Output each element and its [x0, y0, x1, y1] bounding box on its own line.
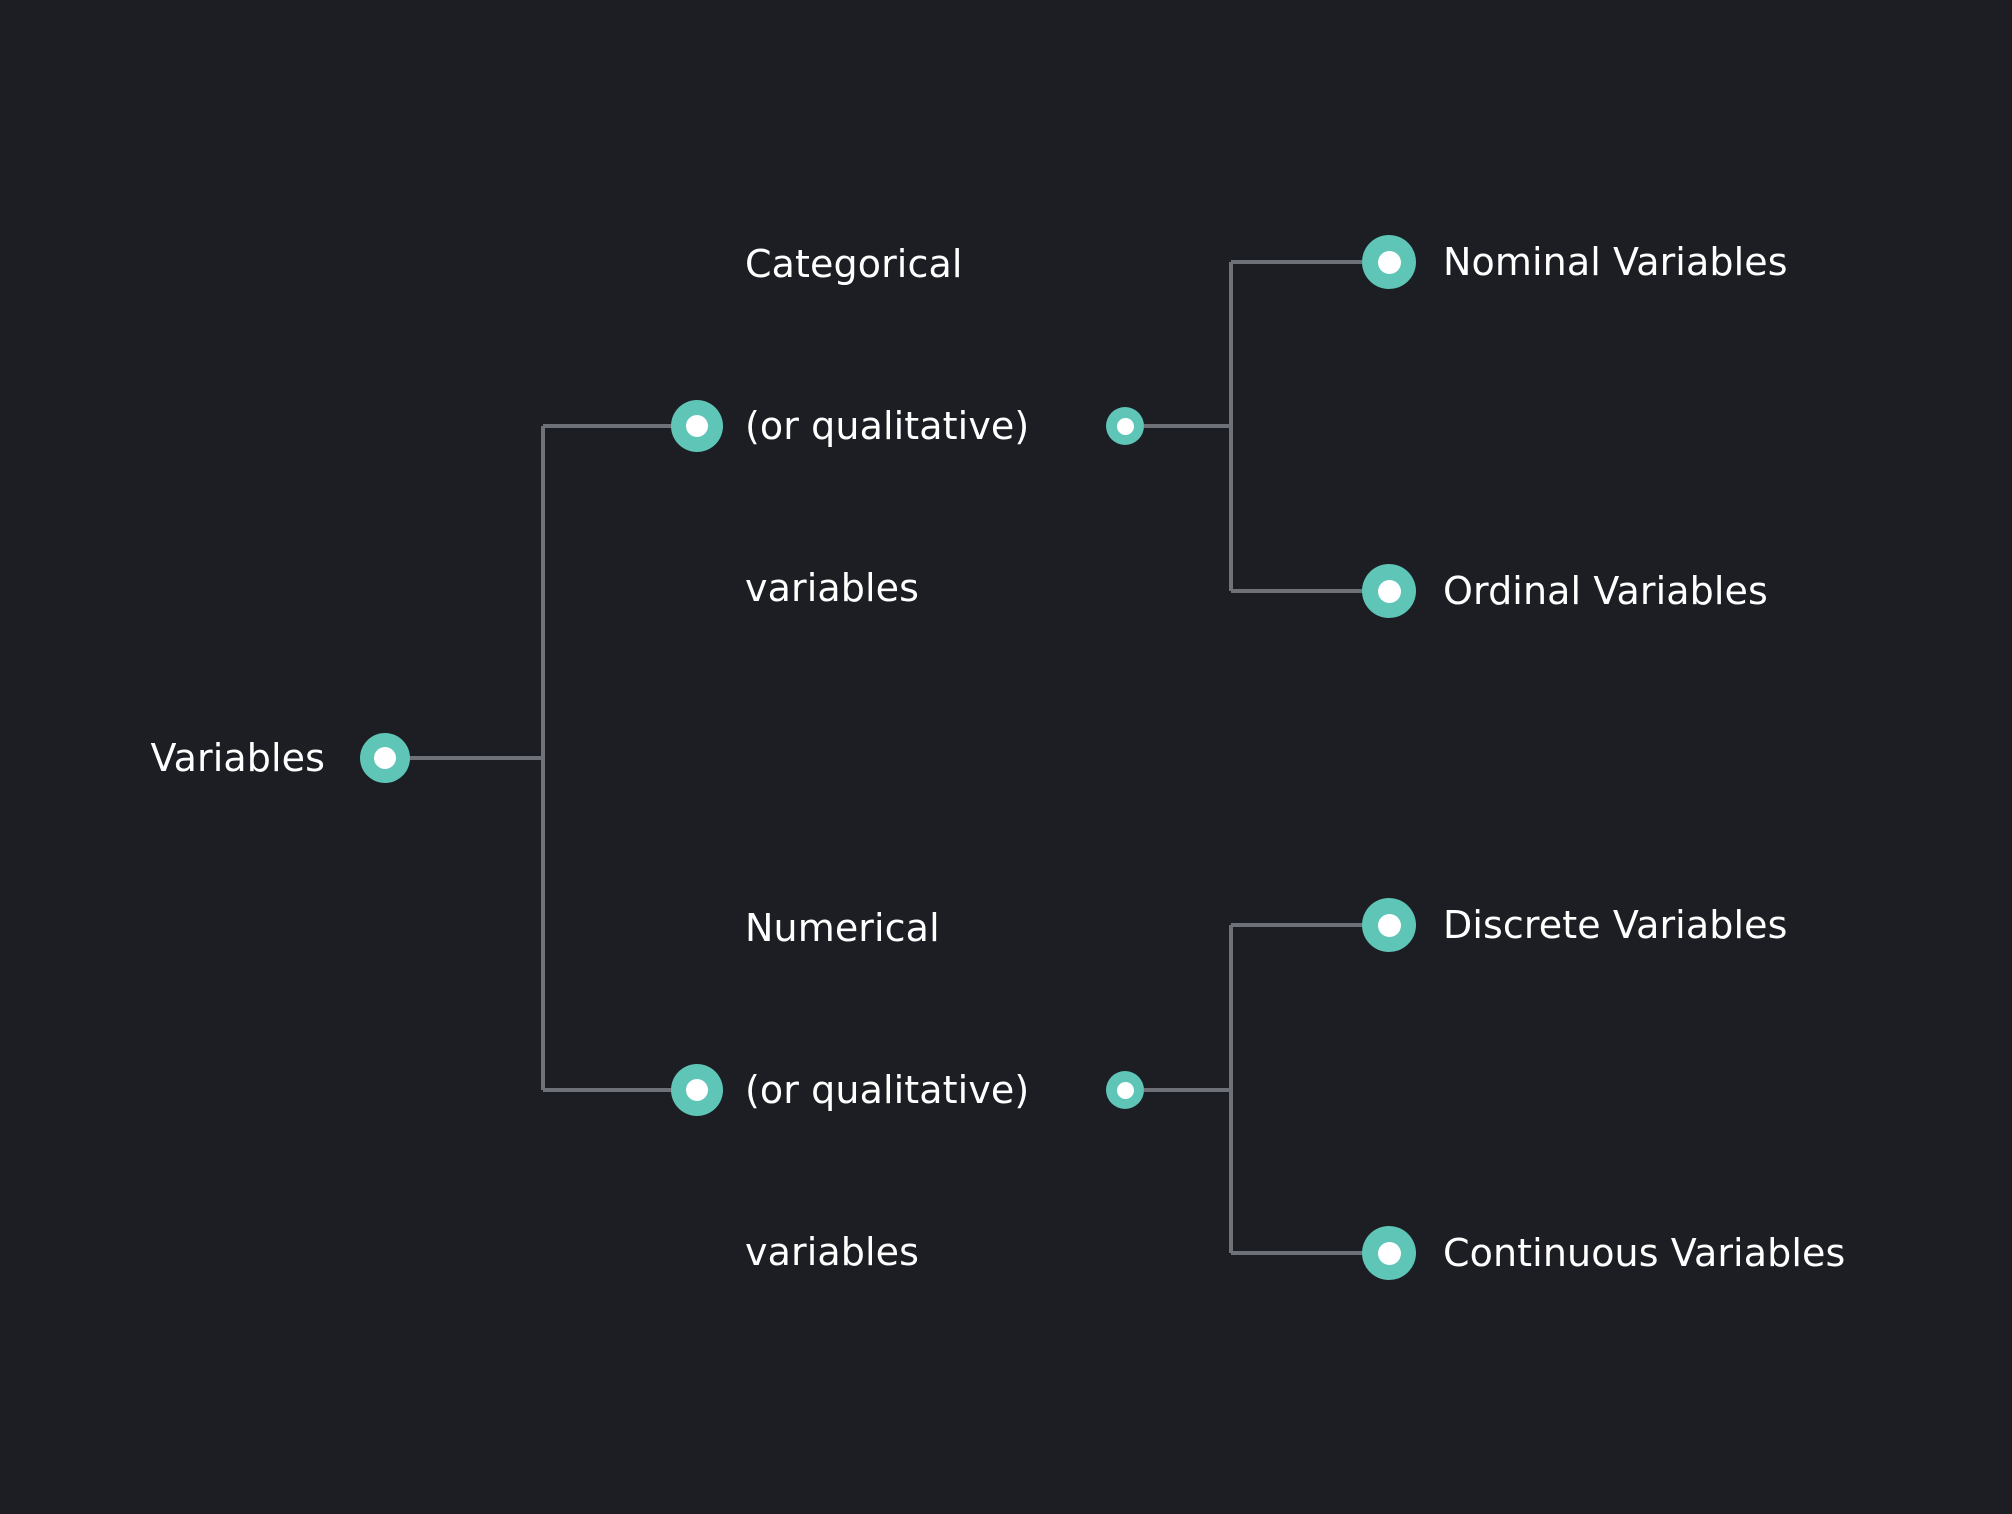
node-inner-dot: [686, 415, 708, 437]
node-inner-dot: [1377, 579, 1401, 603]
node-ordinal-variables[interactable]: [1362, 564, 1416, 618]
node-categorical-joint[interactable]: [1106, 407, 1144, 445]
root-label: Variables: [150, 736, 325, 780]
categorical-label-line2: (or qualitative): [745, 404, 1030, 448]
node-continuous-variables[interactable]: [1362, 1226, 1416, 1280]
ordinal-variables-label: Ordinal Variables: [1443, 569, 1768, 613]
categorical-label-line1: Categorical: [745, 242, 963, 286]
discrete-variables-label: Discrete Variables: [1443, 903, 1788, 947]
node-nominal-variables[interactable]: [1362, 235, 1416, 289]
node-discrete-variables[interactable]: [1362, 898, 1416, 952]
node-categorical[interactable]: [671, 400, 723, 452]
node-inner-dot: [374, 747, 396, 769]
node-inner-dot: [1116, 1081, 1134, 1099]
node-root-variables[interactable]: [360, 733, 410, 783]
numerical-label: Numerical (or qualitative) variables: [745, 793, 1029, 1387]
node-inner-dot: [1116, 417, 1134, 435]
continuous-variables-label: Continuous Variables: [1443, 1231, 1846, 1275]
numerical-label-line1: Numerical: [745, 906, 940, 950]
categorical-label-line3: variables: [745, 566, 919, 610]
numerical-label-line2: (or qualitative): [745, 1068, 1030, 1112]
node-inner-dot: [686, 1079, 708, 1101]
node-numerical[interactable]: [671, 1064, 723, 1116]
node-inner-dot: [1377, 250, 1401, 274]
node-inner-dot: [1377, 1241, 1401, 1265]
categorical-label: Categorical (or qualitative) variables: [745, 129, 1029, 723]
numerical-label-line3: variables: [745, 1230, 919, 1274]
node-inner-dot: [1377, 913, 1401, 937]
node-numerical-joint[interactable]: [1106, 1071, 1144, 1109]
nominal-variables-label: Nominal Variables: [1443, 240, 1788, 284]
